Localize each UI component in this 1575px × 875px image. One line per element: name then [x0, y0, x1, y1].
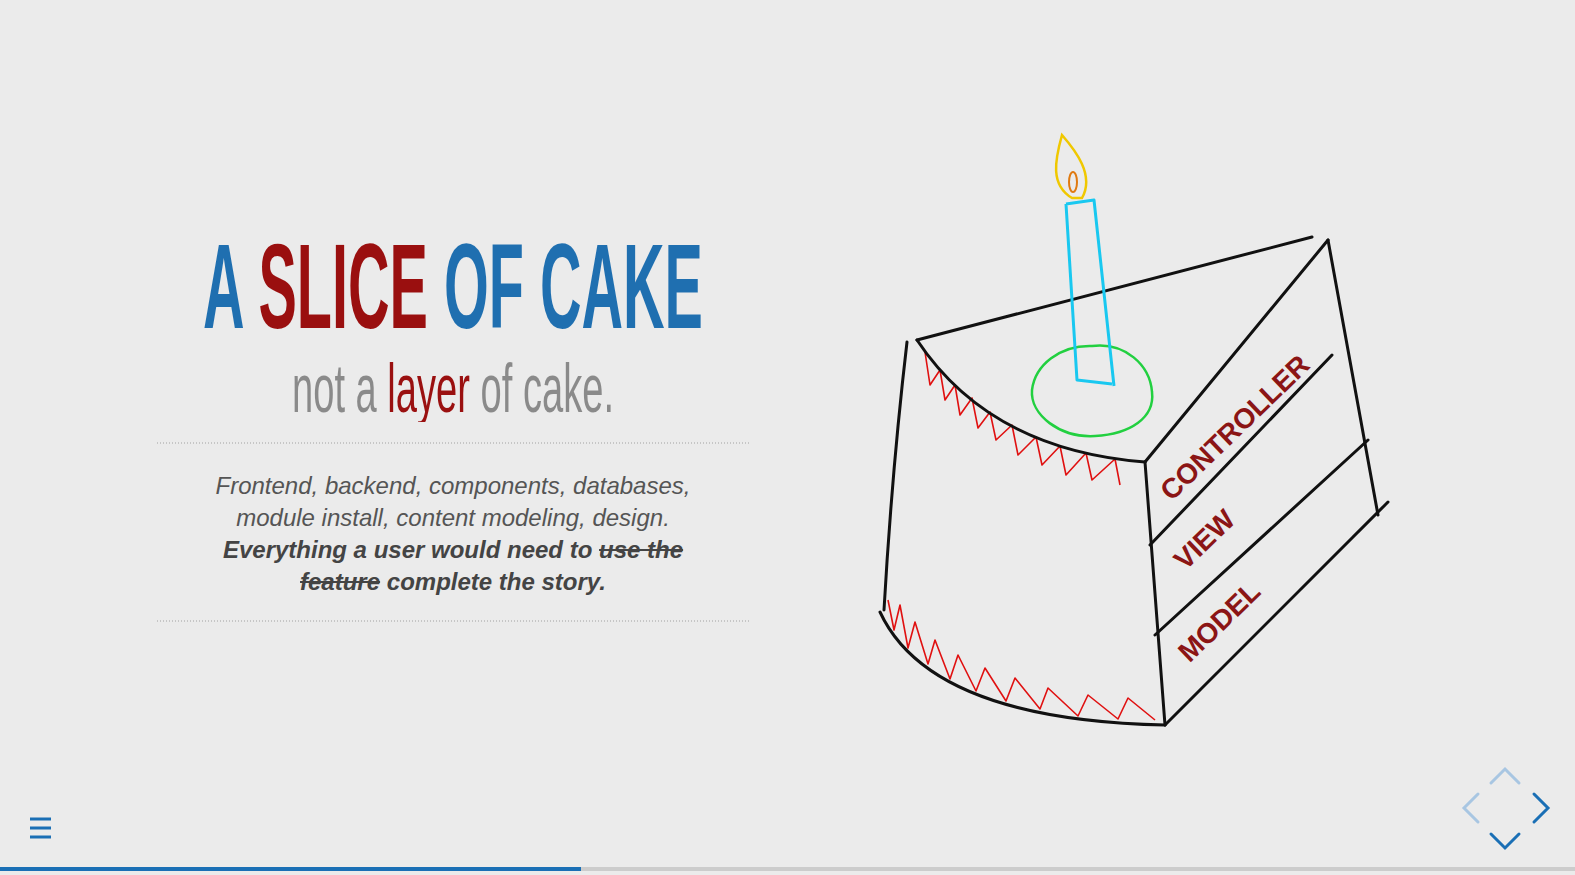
layer-label: VIEW — [1170, 505, 1241, 575]
story-text: Everything a user would need to — [223, 536, 592, 563]
subtitle: not a layer of cake. — [292, 354, 614, 422]
slide-title: A SLICE OF CAKE — [203, 226, 703, 347]
flame-core — [1069, 172, 1077, 192]
scope-text: Frontend, backend, components, databases… — [193, 470, 713, 534]
frosting — [888, 352, 1155, 720]
story-text: complete the story. — [387, 568, 606, 595]
progress-track — [0, 867, 1575, 871]
progress-bar — [0, 867, 581, 871]
menu-icon — [30, 819, 51, 837]
flame — [1056, 135, 1086, 198]
divider-lines — [157, 443, 751, 621]
layer-label: CONTROLLER — [1155, 350, 1314, 505]
candle — [1066, 200, 1114, 386]
nav-controls — [1464, 769, 1548, 848]
layer-label: MODEL — [1174, 577, 1266, 667]
candle-holder — [1032, 346, 1152, 437]
cake-outline — [880, 237, 1388, 725]
story-line: Everything a user would need touse the f… — [143, 534, 763, 598]
